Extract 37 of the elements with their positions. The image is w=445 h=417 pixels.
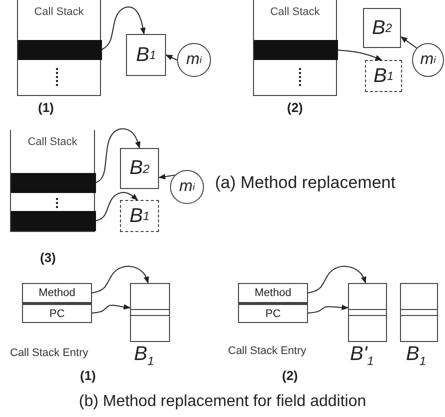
stack-frame-bar <box>18 40 102 60</box>
arrow <box>158 174 176 180</box>
panel-number: (1) <box>38 100 54 115</box>
arrow <box>400 36 418 49</box>
stack-entry-field: Method <box>22 283 92 303</box>
panel-number: (1) <box>80 368 96 383</box>
arrow <box>94 128 140 184</box>
call-stack <box>10 130 95 232</box>
block-label: B'$_{1}$ <box>350 343 374 368</box>
block-label: B$_{1}$ <box>134 343 154 368</box>
figure-caption: (b) Method replacement for field addition <box>78 393 368 411</box>
arrow <box>308 266 366 294</box>
stack-frame-bar <box>11 211 96 231</box>
stack-title: Call Stack <box>26 136 78 148</box>
subfigure-title: (a) Method replacement <box>215 173 396 193</box>
stack-title: Call Stack <box>269 6 321 18</box>
stack-frame-bar <box>254 40 338 60</box>
stack-entry-field: PC <box>238 303 308 323</box>
arrow <box>336 50 382 60</box>
arrow <box>100 6 146 50</box>
call-stack <box>17 0 101 96</box>
panel-number: (2) <box>282 368 298 383</box>
panel-number: (2) <box>287 100 303 115</box>
stack-frame-bar <box>11 173 96 193</box>
arrow <box>92 266 150 294</box>
call-stack <box>253 0 337 96</box>
stack-entry-field: PC <box>22 303 92 323</box>
entry-caption: Call Stack Entry <box>228 345 306 357</box>
arrow <box>165 54 178 60</box>
stack-entry-field: Method <box>238 283 308 303</box>
entry-caption: Call Stack Entry <box>10 347 88 359</box>
panel-number: (3) <box>40 250 56 265</box>
arrow <box>308 304 349 314</box>
block-label: B$_{1}$ <box>406 343 426 368</box>
stack-title: Call Stack <box>33 6 85 18</box>
arrow <box>92 304 131 314</box>
arrow <box>94 192 138 222</box>
